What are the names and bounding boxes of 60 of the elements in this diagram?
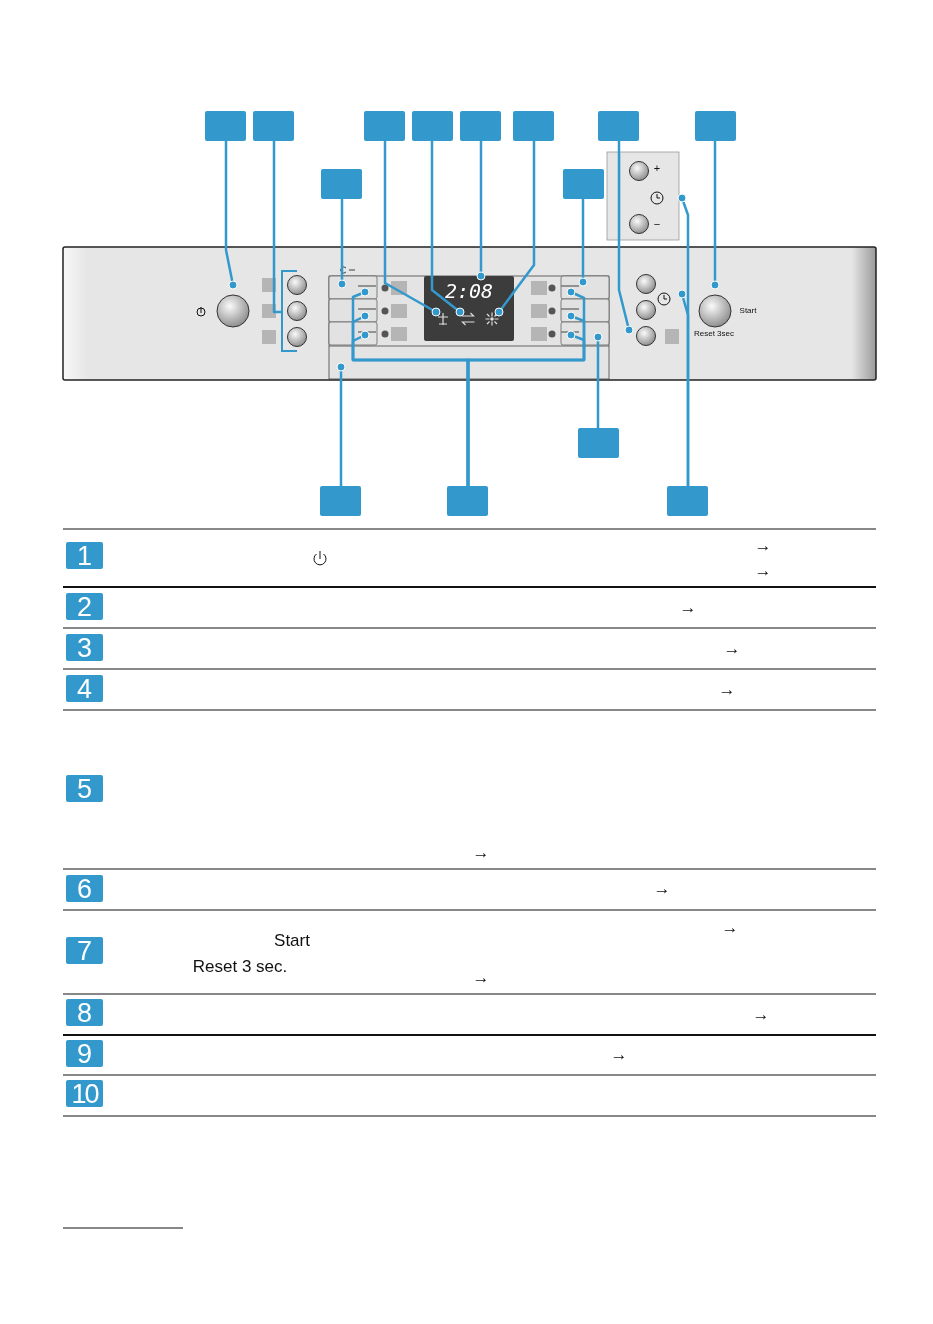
arrow-symbol: → <box>721 918 739 936</box>
callout-box <box>460 111 501 141</box>
number-badge: 5 <box>66 775 103 802</box>
number-badge: 6 <box>66 875 103 902</box>
callout-box <box>695 111 736 141</box>
arrow-symbol: → <box>679 598 697 616</box>
number-badge: 3 <box>66 634 103 661</box>
number-badge: 4 <box>66 675 103 702</box>
arrow-symbol: → <box>754 536 772 554</box>
leader-line <box>494 141 536 317</box>
leader-line <box>272 141 281 314</box>
arrow-symbol: → <box>752 1005 770 1023</box>
leader-line <box>383 141 441 317</box>
arrow-symbol: → <box>472 843 490 861</box>
leader-line <box>337 199 347 289</box>
arrow-symbol: → <box>610 1045 628 1063</box>
arrow-symbol: → <box>718 680 736 698</box>
sun-icon <box>485 312 499 326</box>
callout-box <box>667 486 708 516</box>
leader-line <box>710 141 720 290</box>
leader-line <box>336 362 346 486</box>
table-text: Start <box>274 931 310 949</box>
plus-sign: + <box>653 162 661 174</box>
number-badge: 10 <box>66 1080 103 1107</box>
callout-box <box>320 486 361 516</box>
callout-box <box>412 111 453 141</box>
leader-line <box>617 141 634 335</box>
leader-line <box>430 141 465 317</box>
minus-sign: − <box>653 218 661 230</box>
arrow-symbol: → <box>754 561 772 579</box>
arrow-symbol: → <box>723 639 741 657</box>
display-screen <box>424 276 514 341</box>
callout-box <box>321 169 362 199</box>
button-label: Start <box>739 307 757 315</box>
leader-line <box>593 332 603 428</box>
number-badge: 7 <box>66 937 103 964</box>
callout-box <box>205 111 246 141</box>
bracket <box>281 270 297 352</box>
arrow-symbol: → <box>653 879 671 897</box>
leader-line <box>476 141 486 281</box>
callout-box <box>598 111 639 141</box>
callout-box <box>447 486 488 516</box>
table-text: Reset 3 sec. <box>192 957 288 975</box>
callout-box <box>253 111 294 141</box>
arrows-icon <box>460 312 475 326</box>
callout-box <box>578 428 619 458</box>
button-label: Reset 3sec <box>694 330 734 338</box>
number-badge: 1 <box>66 542 103 569</box>
number-badge: 2 <box>66 593 103 620</box>
number-badge: 8 <box>66 999 103 1026</box>
display-readout: 2:08 <box>443 280 495 302</box>
number-badge: 9 <box>66 1040 103 1067</box>
callout-box <box>364 111 405 141</box>
leader-line <box>224 141 238 290</box>
callout-box <box>563 169 604 199</box>
leader-line <box>677 289 690 486</box>
callout-box <box>513 111 554 141</box>
arrow-symbol: → <box>472 968 490 986</box>
dish-icon <box>436 312 450 326</box>
leader-line <box>578 199 588 287</box>
